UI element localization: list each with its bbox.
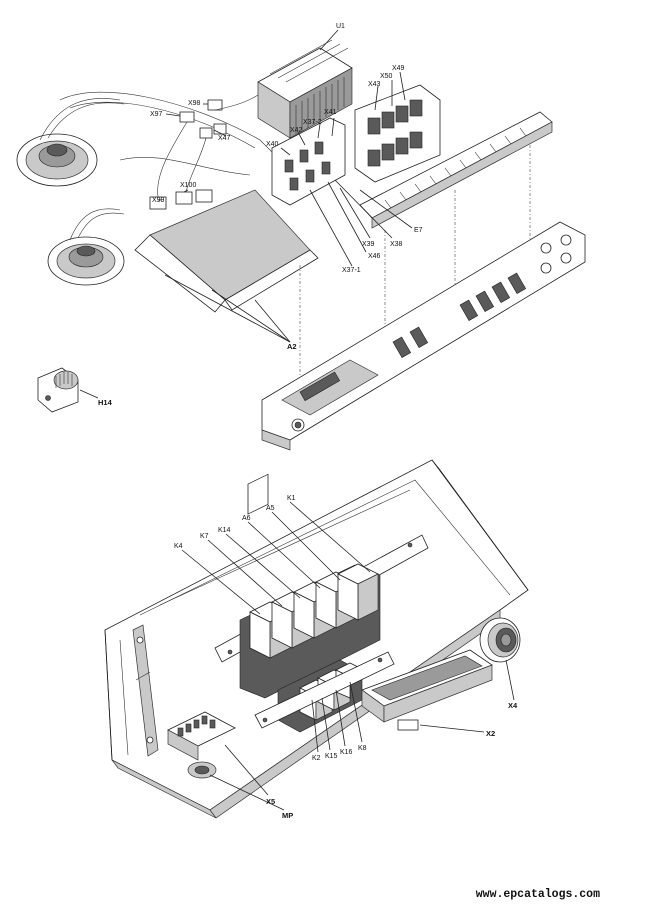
label-x42: X42 (290, 127, 303, 134)
label-k1: K1 (287, 495, 296, 502)
front-panel (261, 221, 586, 451)
label-x37-2: X37-2 (303, 119, 322, 126)
label-e7: E7 (414, 227, 423, 234)
top-exploded-view: U1 X97 X98 X47 X99 X100 X40 X42 X37-2 X4… (16, 23, 586, 451)
terminal-strip-x5 (167, 711, 236, 761)
label-x46: X46 (368, 253, 381, 260)
label-k16: K16 (340, 749, 353, 756)
label-a6: A6 (242, 515, 251, 522)
label-k2: K2 (312, 755, 321, 762)
label-x100: X100 (180, 182, 196, 189)
knob-h14 (37, 367, 79, 413)
label-x47: X47 (218, 135, 231, 142)
speaker-lower (47, 208, 125, 286)
speaker-upper (16, 98, 125, 187)
label-mp: MP (282, 811, 293, 820)
label-x97: X97 (150, 111, 163, 118)
footer-site-url: www.epcatalogs.com (475, 888, 600, 901)
label-x39: X39 (362, 241, 375, 248)
label-u1: U1 (336, 23, 345, 30)
relay-block-upper (239, 473, 381, 699)
label-x38: X38 (390, 241, 403, 248)
amplifier-u1 (257, 39, 353, 139)
connector-x2 (361, 649, 493, 731)
label-x49: X49 (392, 65, 405, 72)
label-k8: K8 (358, 745, 367, 752)
label-h14: H14 (98, 398, 113, 407)
side-bracket (132, 624, 159, 757)
label-a5: A5 (266, 505, 275, 512)
label-k14: K14 (218, 527, 231, 534)
label-x40: X40 (266, 141, 279, 148)
small-connectors (149, 94, 259, 210)
label-k4: K4 (174, 543, 183, 550)
label-x4: X4 (508, 701, 518, 710)
bottom-cutaway-view: K1 A5 A6 K14 K7 K4 X4 X2 K2 K15 K16 K8 X… (104, 459, 529, 820)
label-x41: X41 (324, 109, 337, 116)
label-x2: X2 (486, 729, 495, 738)
cover-plate-a2 (134, 189, 319, 313)
relay-board-upper (271, 117, 346, 206)
relay-bank (354, 84, 441, 183)
label-k7: K7 (200, 533, 209, 540)
label-x99: X99 (152, 197, 165, 204)
label-a2: A2 (287, 342, 297, 351)
label-k15: K15 (325, 753, 338, 760)
connector-x4 (479, 617, 521, 663)
label-x37-1: X37-1 (342, 267, 361, 274)
label-x43: X43 (368, 81, 381, 88)
label-x98: X98 (188, 100, 201, 107)
label-x5: X5 (266, 797, 275, 806)
label-x50: X50 (380, 73, 393, 80)
